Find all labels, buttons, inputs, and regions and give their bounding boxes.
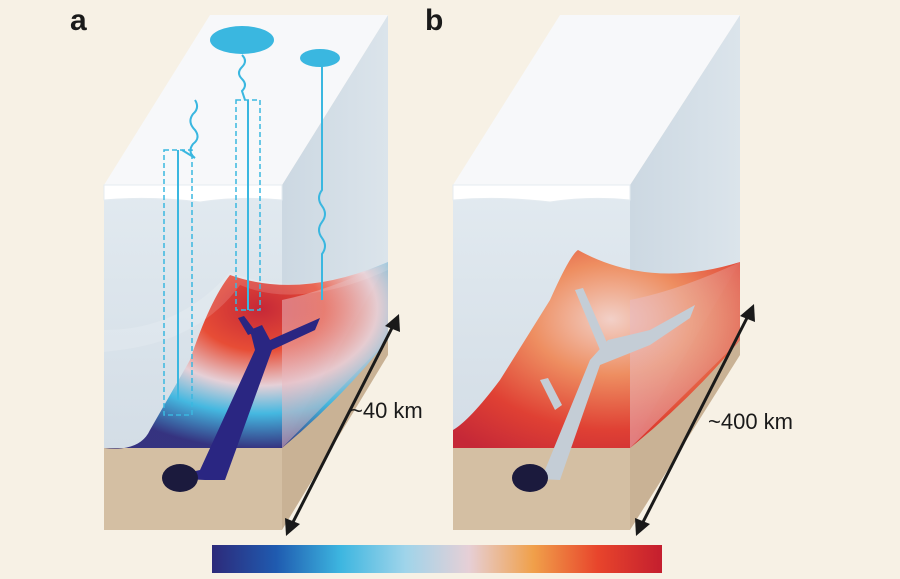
panel-b <box>452 15 755 536</box>
scale-arrow-b <box>638 311 752 529</box>
channel-a <box>165 318 320 480</box>
snow-surface-b <box>453 15 740 185</box>
scale-arrowhead-a-bottom <box>285 518 300 536</box>
bed-front-a <box>104 448 282 530</box>
scale-label-b: ~400 km <box>708 409 793 434</box>
snow-edge-b <box>452 184 631 203</box>
scale-arrow-a <box>288 321 397 529</box>
heat-side-b <box>630 262 740 448</box>
supraglacial-lake-2 <box>300 49 340 67</box>
scale-arrowhead-a-top <box>385 314 400 332</box>
moulin-1 <box>163 149 193 416</box>
channel-branch-b1 <box>575 288 608 350</box>
panel-label-a: a <box>70 4 87 37</box>
channel-branch-a <box>238 316 256 335</box>
scale-label-a: ~40 km <box>350 398 423 423</box>
channel-b <box>520 305 695 480</box>
panel-a <box>103 15 400 536</box>
scale-arrowhead-b-top <box>740 304 755 322</box>
snow-edge-a <box>103 184 283 203</box>
supraglacial-lake-1 <box>210 26 274 54</box>
meltwater-stream-3 <box>318 66 326 300</box>
tunnel-mouth-a <box>162 464 198 492</box>
heat-side-a <box>282 262 388 448</box>
panel-label-b: b <box>425 4 443 37</box>
meltwater-stream-2 <box>238 54 246 101</box>
tunnel-mouth-b <box>512 464 548 492</box>
channel-branch-b2 <box>540 378 562 410</box>
bed-front-b <box>453 448 630 530</box>
scale-arrowhead-b-bottom <box>635 518 650 536</box>
colorbar <box>212 545 662 573</box>
